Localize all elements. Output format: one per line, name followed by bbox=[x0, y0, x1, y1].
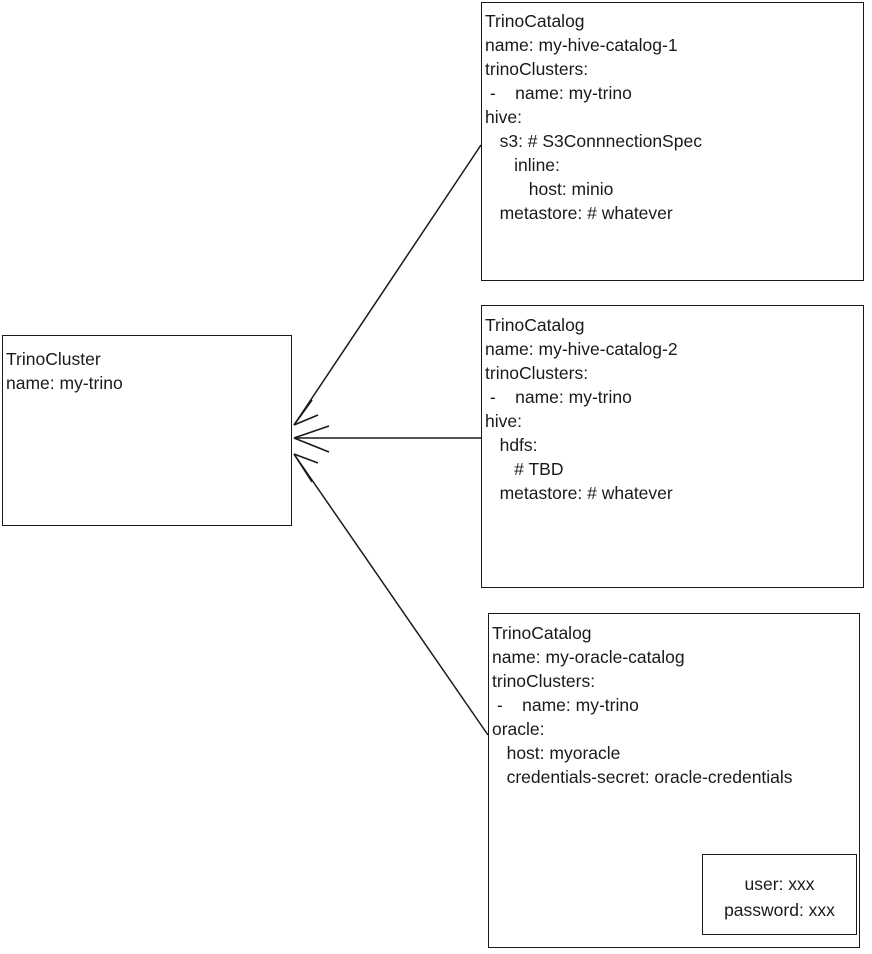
yaml-line: name: my-trino bbox=[6, 373, 123, 393]
yaml-line: TrinoCluster bbox=[6, 349, 101, 369]
secret-line: user: xxx bbox=[744, 874, 815, 894]
secret-line: password: xxx bbox=[724, 900, 835, 920]
yaml-line: TrinoCatalog bbox=[492, 623, 592, 643]
yaml-line: s3: # S3ConnnectionSpec bbox=[485, 131, 702, 151]
yaml-line: trinoClusters: bbox=[485, 59, 589, 79]
yaml-line: name: my-hive-catalog-2 bbox=[485, 339, 678, 359]
yaml-line: # TBD bbox=[485, 459, 564, 479]
yaml-line: metastore: # whatever bbox=[485, 483, 673, 503]
node-oracle-credentials-secret-body: user: xxx password: xxx bbox=[703, 855, 856, 923]
yaml-line: TrinoCatalog bbox=[485, 315, 585, 335]
yaml-line: trinoClusters: bbox=[492, 671, 596, 691]
yaml-line: - name: my-trino bbox=[485, 387, 632, 407]
yaml-line: host: minio bbox=[485, 179, 614, 199]
yaml-line: hive: bbox=[485, 411, 522, 431]
yaml-line: credentials-secret: oracle-credentials bbox=[492, 767, 793, 787]
yaml-line: hdfs: bbox=[485, 435, 538, 455]
yaml-line: hive: bbox=[485, 107, 522, 127]
yaml-line: - name: my-trino bbox=[492, 695, 639, 715]
edge-hive-catalog-1-to-cluster bbox=[293, 144, 482, 426]
node-hive-catalog-2[interactable]: TrinoCatalog name: my-hive-catalog-2 tri… bbox=[481, 305, 864, 588]
yaml-line: trinoClusters: bbox=[485, 363, 589, 383]
yaml-line: host: myoracle bbox=[492, 743, 621, 763]
yaml-line: - name: my-trino bbox=[485, 83, 632, 103]
yaml-line: TrinoCatalog bbox=[485, 11, 585, 31]
edge-hive-catalog-2-to-cluster bbox=[293, 425, 481, 453]
yaml-line: name: my-hive-catalog-1 bbox=[485, 35, 678, 55]
edge-oracle-catalog-to-cluster bbox=[293, 453, 489, 736]
yaml-line: name: my-oracle-catalog bbox=[492, 647, 685, 667]
node-hive-catalog-1-body: TrinoCatalog name: my-hive-catalog-1 tri… bbox=[485, 6, 860, 225]
yaml-line: metastore: # whatever bbox=[485, 203, 673, 223]
yaml-line: inline: bbox=[485, 155, 560, 175]
node-trino-cluster-body: TrinoCluster name: my-trino bbox=[6, 339, 288, 395]
node-oracle-credentials-secret[interactable]: user: xxx password: xxx bbox=[702, 854, 857, 935]
yaml-line: oracle: bbox=[492, 719, 545, 739]
node-oracle-catalog-body: TrinoCatalog name: my-oracle-catalog tri… bbox=[492, 617, 856, 789]
node-trino-cluster[interactable]: TrinoCluster name: my-trino bbox=[2, 335, 292, 526]
node-hive-catalog-2-body: TrinoCatalog name: my-hive-catalog-2 tri… bbox=[485, 309, 860, 505]
node-hive-catalog-1[interactable]: TrinoCatalog name: my-hive-catalog-1 tri… bbox=[481, 2, 864, 281]
